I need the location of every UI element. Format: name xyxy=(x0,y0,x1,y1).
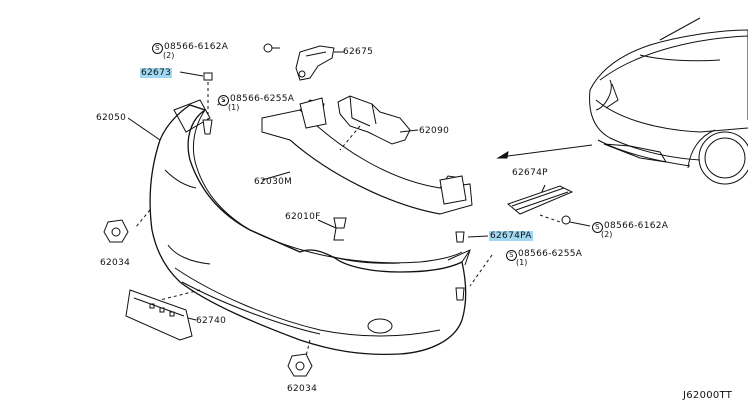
part-label-62030m[interactable]: 62030M xyxy=(254,177,293,187)
ref-qty-bottom-right: (1) xyxy=(516,258,528,267)
ref-qty-right: (2) xyxy=(601,230,613,239)
ref-qty-top: (2) xyxy=(163,51,175,60)
part-label-62673[interactable]: 62673 xyxy=(140,68,173,78)
part-label-62050[interactable]: 62050 xyxy=(96,113,127,123)
part-label-62674pa[interactable]: 62674PA xyxy=(489,231,533,241)
screw-right xyxy=(455,215,591,243)
part-label-62674p[interactable]: 62674P xyxy=(512,168,548,178)
screw-bottom-right xyxy=(455,287,465,301)
cover-62674p xyxy=(506,185,574,215)
part-label-62090[interactable]: 62090 xyxy=(419,126,450,136)
bracket-62740 xyxy=(125,289,193,341)
sensor-62034-bottom xyxy=(287,353,313,377)
ref-qty-mid: (1) xyxy=(228,103,240,112)
part-label-62010f[interactable]: 62010F xyxy=(285,212,321,222)
clip-62010f xyxy=(333,217,347,241)
absorber-62090 xyxy=(337,95,411,145)
clip-62673 xyxy=(202,72,213,135)
part-label-62034-bottom[interactable]: 62034 xyxy=(287,384,318,394)
bumper-fascia-62050 xyxy=(149,99,471,356)
screw-top xyxy=(263,43,280,53)
direction-arrow xyxy=(496,144,593,159)
sensor-62034-left xyxy=(103,219,129,243)
part-label-62675[interactable]: 62675 xyxy=(343,47,374,57)
diagram-code: J62000TT xyxy=(683,390,733,401)
bracket-62675 xyxy=(295,45,335,81)
vehicle-reference-drawing xyxy=(589,17,748,185)
reinforcement-62030m xyxy=(261,97,473,215)
part-label-62740[interactable]: 62740 xyxy=(196,316,227,326)
part-label-62034-left[interactable]: 62034 xyxy=(100,258,131,268)
